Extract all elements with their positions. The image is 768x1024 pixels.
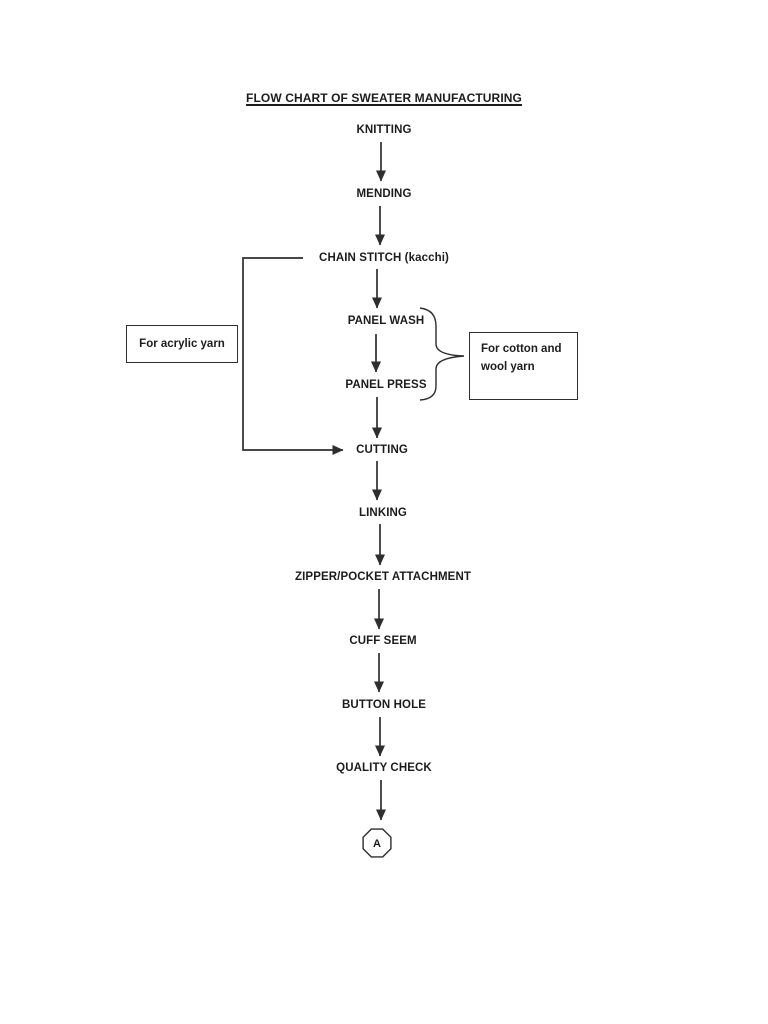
node-linking: LINKING bbox=[359, 507, 407, 519]
node-quality-check: QUALITY CHECK bbox=[336, 762, 432, 774]
node-panel-press: PANEL PRESS bbox=[345, 379, 427, 391]
terminator-a-label: A bbox=[373, 838, 381, 850]
node-cutting: CUTTING bbox=[356, 444, 408, 456]
node-zipper-pocket-attachment: ZIPPER/POCKET ATTACHMENT bbox=[295, 571, 471, 583]
annotation-box-cotton-wool-yarn: For cotton and wool yarn bbox=[469, 332, 578, 400]
bypass-arrow-acrylic-chain-stitch-to-cutting bbox=[242, 257, 344, 455]
node-button-hole: BUTTON HOLE bbox=[342, 699, 426, 711]
node-knitting: KNITTING bbox=[356, 124, 412, 136]
annotation-acrylic-yarn-label: For acrylic yarn bbox=[139, 338, 225, 350]
node-mending: MENDING bbox=[356, 188, 412, 200]
annotation-cotton-wool-line1: For cotton and bbox=[481, 343, 562, 355]
annotation-cotton-wool-line2: wool yarn bbox=[481, 361, 535, 373]
annotation-box-acrylic-yarn: For acrylic yarn bbox=[126, 325, 238, 363]
node-panel-wash: PANEL WASH bbox=[347, 315, 425, 327]
brace-cotton-wool-group bbox=[419, 307, 465, 401]
page-title: FLOW CHART OF SWEATER MANUFACTURING bbox=[246, 91, 522, 105]
node-chain-stitch: CHAIN STITCH (kacchi) bbox=[319, 252, 449, 264]
node-cuff-seem: CUFF SEEM bbox=[349, 635, 417, 647]
terminator-octagon bbox=[362, 828, 392, 858]
